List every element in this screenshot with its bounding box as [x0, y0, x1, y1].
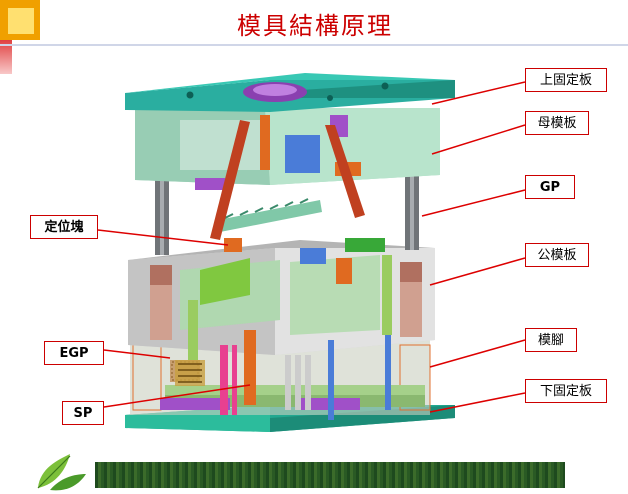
title-divider — [0, 44, 628, 46]
leader-top-clamp — [431, 81, 526, 105]
label-gp: GP — [525, 175, 575, 199]
label-mold-legs: 模腳 — [525, 328, 577, 352]
footer-band — [95, 462, 565, 488]
leader-egp — [103, 349, 171, 359]
slide-title: 模具結構原理 — [237, 12, 393, 40]
corner-logo-red — [0, 40, 12, 74]
ejector-pins-shape — [175, 330, 391, 420]
leader-locating-block — [97, 229, 229, 246]
leader-lines — [97, 81, 526, 413]
leader-core-plate — [429, 257, 526, 286]
label-egp: EGP — [44, 341, 104, 365]
leader-gp — [421, 189, 526, 217]
leader-bottom-clamp — [429, 392, 526, 413]
angle-pins-shape — [210, 120, 365, 240]
corner-logo-yellow — [8, 8, 34, 34]
mold-legs-shape — [130, 340, 431, 415]
label-sp: SP — [62, 401, 104, 425]
label-locating-block: 定位塊 — [30, 215, 98, 239]
label-top-clamp-plate: 上固定板 — [525, 68, 607, 92]
leader-mold-legs — [429, 339, 526, 368]
leaf-icon — [37, 454, 86, 491]
cavity-plate-shape — [135, 108, 440, 190]
label-cavity-plate: 母模板 — [525, 111, 589, 135]
label-bottom-clamp-plate: 下固定板 — [525, 379, 607, 403]
leader-cavity-plate — [431, 124, 526, 155]
molded-part-shape — [218, 198, 322, 232]
core-plate-shape — [128, 238, 435, 360]
top-clamp-plate-shape — [125, 73, 455, 112]
leader-sp — [103, 384, 251, 408]
label-core-plate: 公模板 — [525, 243, 589, 267]
